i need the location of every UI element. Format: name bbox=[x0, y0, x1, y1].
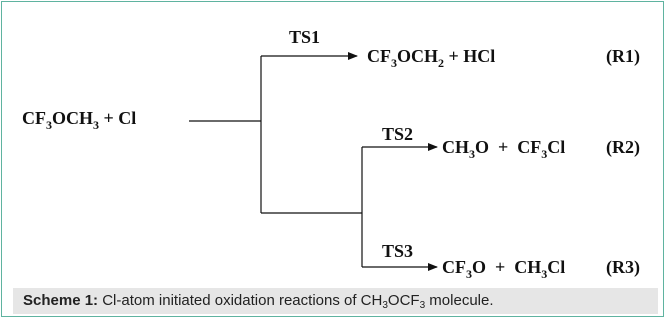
figure-caption: Scheme 1: Cl-atom initiated oxidation re… bbox=[13, 288, 658, 314]
caption-text-3: molecule. bbox=[425, 292, 494, 309]
product-r2: CH3O + CF3Cl bbox=[442, 137, 565, 161]
branch-lines bbox=[189, 56, 363, 267]
reaction-label-r3: (R3) bbox=[606, 257, 640, 278]
ts2-label: TS2 bbox=[382, 124, 413, 144]
reaction-scheme-diagram: CF3OCH3 + Cl TS1 TS2 TS3 CF3OCH2 + HCl C… bbox=[22, 27, 640, 281]
ts1-label: TS1 bbox=[289, 27, 320, 47]
reactant-formula: CF3OCH3 + Cl bbox=[22, 108, 136, 132]
caption-sub-2: 3 bbox=[419, 300, 426, 311]
caption-text-1: Cl-atom initiated oxidation reactions of… bbox=[98, 292, 383, 309]
product-r3: CF3O + CH3Cl bbox=[442, 257, 565, 281]
caption-sub-1: 3 bbox=[382, 300, 388, 311]
reaction-label-r2: (R2) bbox=[606, 137, 640, 158]
caption-text-2: OCF bbox=[387, 292, 420, 309]
caption-label: Scheme 1: bbox=[23, 292, 99, 309]
product-r1: CF3OCH2 + HCl bbox=[367, 46, 495, 70]
reaction-label-r1: (R1) bbox=[606, 46, 640, 67]
ts3-label: TS3 bbox=[382, 241, 413, 261]
